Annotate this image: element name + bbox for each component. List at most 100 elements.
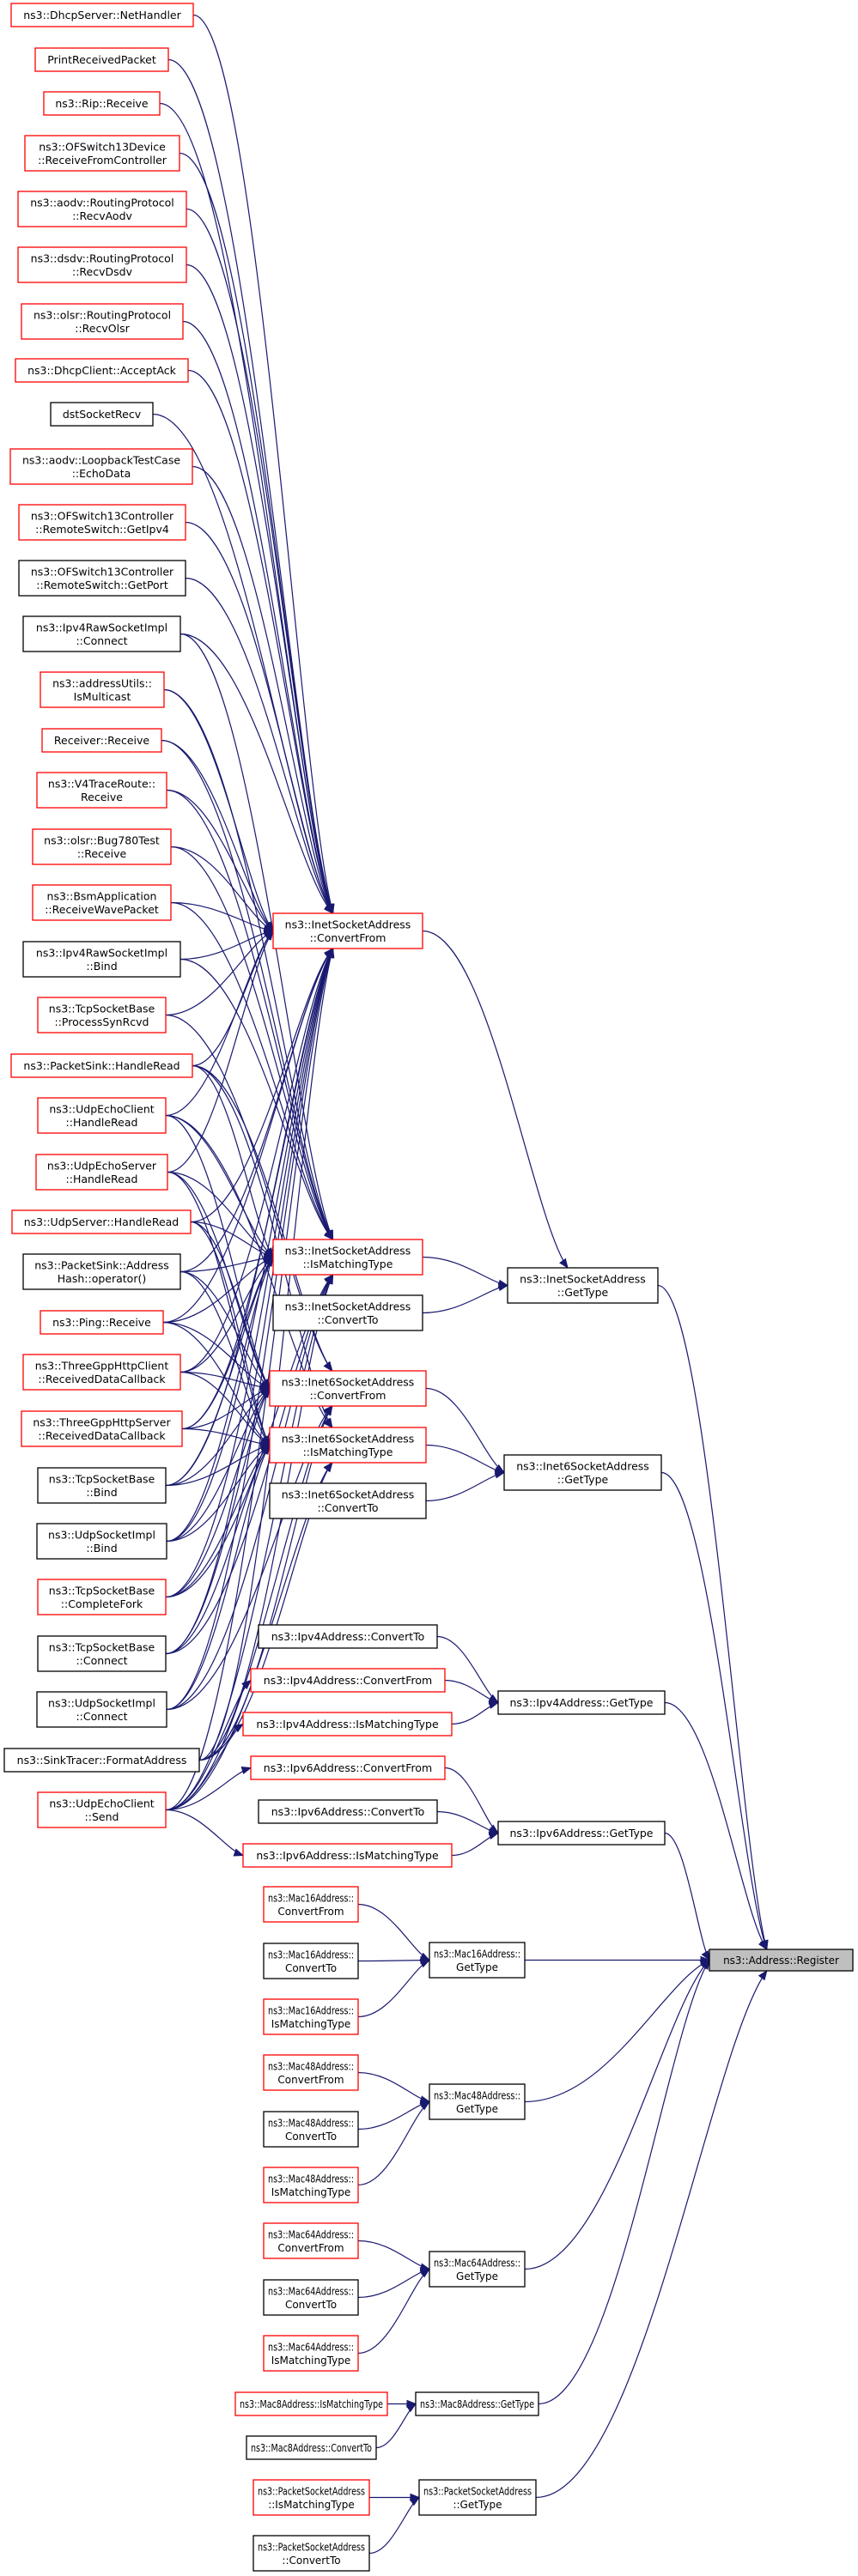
edge-udpsocketimpl_bind-to-inet6_convertfrom: [166, 1388, 271, 1543]
node-label: ns3::Ipv4Address::ConvertTo: [271, 1630, 425, 1643]
node-dhcpserver-nethandler[interactable]: ns3::DhcpServer::NetHandler: [10, 3, 194, 27]
node-box: [497, 1821, 666, 1846]
node-mac16-convertto[interactable]: ns3::Mac16Address::ConvertTo: [263, 1943, 359, 1979]
node-udpechoserver-handleread[interactable]: ns3::UdpEchoServer::HandleRead: [35, 1154, 168, 1191]
node-mac16-gettype[interactable]: ns3::Mac16Address::GetType: [429, 1942, 526, 1979]
node-inet-ismatchingtype[interactable]: ns3::InetSocketAddress::IsMatchingType: [272, 1239, 423, 1276]
node-label: ns3::Mac48Address::: [268, 2060, 354, 2072]
node-label: ns3::Ipv4RawSocketImpl: [36, 621, 167, 633]
node-mac64-ismatchingtype[interactable]: ns3::Mac64Address::IsMatchingType: [263, 2335, 359, 2372]
node-ipv4raw-bind[interactable]: ns3::Ipv4RawSocketImpl::Bind: [22, 941, 181, 978]
node-label: IsMatchingType: [271, 2018, 351, 2030]
node-tcpsocketbase-psr[interactable]: ns3::TcpSocketBase::ProcessSynRcvd: [37, 997, 167, 1033]
node-label: ns3::PacketSink::Address: [34, 1258, 168, 1271]
node-box: [15, 358, 189, 383]
node-mac16-convertfrom[interactable]: ns3::Mac16Address::ConvertFrom: [263, 1886, 359, 1923]
node-pkt-convertto[interactable]: ns3::PacketSocketAddress::ConvertTo: [253, 2535, 370, 2572]
node-ofswitch13ctrl-getport[interactable]: ns3::OFSwitch13Controller::RemoteSwitch:…: [18, 560, 186, 597]
node-box: [24, 135, 180, 172]
node-ipv6-ismatchingtype[interactable]: ns3::Ipv6Address::IsMatchingType: [242, 1843, 453, 1868]
node-mac48-ismatchingtype[interactable]: ns3::Mac48Address::IsMatchingType: [263, 2167, 359, 2203]
node-ipv4-ismatchingtype[interactable]: ns3::Ipv4Address::IsMatchingType: [242, 1712, 453, 1737]
node-aodv-recvaodv[interactable]: ns3::aodv::RoutingProtocol::RecvAodv: [17, 191, 187, 227]
node-udpechoclient-handleread[interactable]: ns3::UdpEchoClient::HandleRead: [37, 1097, 167, 1134]
node-inet-convertfrom[interactable]: ns3::InetSocketAddress::ConvertFrom: [272, 912, 423, 949]
node-ping-receive[interactable]: ns3::Ping::Receive: [40, 1310, 164, 1335]
node-rip-receive[interactable]: ns3::Rip::Receive: [43, 91, 161, 116]
node-tcpsocketbase-connect[interactable]: ns3::TcpSocketBase::Connect: [37, 1635, 167, 1672]
node-inet6-gettype[interactable]: ns3::Inet6SocketAddress::GetType: [503, 1454, 662, 1491]
node-threegpp-server-rdc[interactable]: ns3::ThreeGppHttpServer::ReceivedDataCal…: [21, 1410, 183, 1447]
edge-aodv_loopback_echodata-to-inet_convertfrom: [192, 465, 334, 914]
edge-ping_receive-to-inet_ismatchingtype: [162, 1256, 274, 1324]
node-mac8-convertto[interactable]: ns3::Mac8Address::ConvertTo: [246, 2435, 377, 2460]
node-label: ::GetType: [557, 1286, 609, 1299]
node-pkt-ismatchingtype[interactable]: ns3::PacketSocketAddress::IsMatchingType: [253, 2479, 370, 2516]
node-pkt-gettype[interactable]: ns3::PacketSocketAddress::GetType: [418, 2479, 537, 2516]
node-dstsocketrecv[interactable]: dstSocketRecv: [50, 402, 154, 427]
node-bsmapp-rwp[interactable]: ns3::BsmApplication::ReceiveWavePacket: [32, 884, 172, 921]
node-mac16-ismatchingtype[interactable]: ns3::Mac16Address::IsMatchingType: [263, 1998, 359, 2035]
node-dsdv-recvdsdv[interactable]: ns3::dsdv::RoutingProtocol::RecvDsdv: [17, 246, 187, 283]
node-mac8-ismatchingtype[interactable]: ns3::Mac8Address::IsMatchingType: [234, 2391, 388, 2416]
node-label: ns3::UdpSocketImpl: [48, 1696, 155, 1709]
edge-ipv6_gettype-to-register: [664, 1832, 710, 1961]
node-ofswitch13ctrl-getipv4[interactable]: ns3::OFSwitch13Controller::RemoteSwitch:…: [18, 504, 186, 541]
edge-dhcpserver_nethandler-to-inet_convertfrom: [192, 14, 334, 914]
arrowhead-icon: [240, 1766, 253, 1775]
node-mac64-convertfrom[interactable]: ns3::Mac64Address::ConvertFrom: [263, 2222, 359, 2259]
node-mac48-gettype[interactable]: ns3::Mac48Address::GetType: [429, 2083, 526, 2120]
node-ipv6-convertfrom[interactable]: ns3::Ipv6Address::ConvertFrom: [250, 1755, 446, 1780]
node-ipv4-gettype[interactable]: ns3::Ipv4Address::GetType: [497, 1690, 666, 1715]
node-olsr-recvolsr[interactable]: ns3::olsr::RoutingProtocol::RecvOlsr: [21, 303, 184, 340]
node-ipv6-convertto[interactable]: ns3::Ipv6Address::ConvertTo: [258, 1799, 438, 1824]
node-label: ns3::DhcpClient::AcceptAck: [27, 364, 177, 377]
node-label: ns3::Mac8Address::ConvertTo: [251, 2442, 372, 2454]
node-inet-convertto[interactable]: ns3::InetSocketAddress::ConvertTo: [272, 1294, 423, 1331]
node-ipv4-convertfrom[interactable]: ns3::Ipv4Address::ConvertFrom: [250, 1668, 446, 1693]
edge-udpechoclient_send-to-ipv4_convertfrom: [165, 1680, 252, 1811]
node-ipv6-gettype[interactable]: ns3::Ipv6Address::GetType: [497, 1821, 666, 1846]
edge-inet_convertto-to-inet_gettype: [422, 1284, 508, 1314]
node-tcpsocketbase-bind[interactable]: ns3::TcpSocketBase::Bind: [37, 1467, 167, 1504]
node-mac48-convertfrom[interactable]: ns3::Mac48Address::ConvertFrom: [263, 2054, 359, 2091]
node-inet6-ismatchingtype[interactable]: ns3::Inet6SocketAddress::IsMatchingType: [269, 1427, 427, 1464]
node-printreceivedpacket[interactable]: PrintReceivedPacket: [34, 47, 169, 72]
node-udpserver-handleread[interactable]: ns3::UdpServer::HandleRead: [11, 1209, 192, 1234]
node-receiver-receive[interactable]: Receiver::Receive: [41, 728, 162, 753]
arrowhead-icon: [701, 1959, 710, 1970]
node-mac8-gettype[interactable]: ns3::Mac8Address::GetType: [415, 2391, 539, 2416]
node-udpechoclient-send[interactable]: ns3::UdpEchoClient::Send: [37, 1791, 167, 1828]
arrowhead-icon: [405, 2403, 417, 2413]
node-box: [37, 1791, 167, 1828]
edge-mac16_convertfrom-to-mac16_gettype: [357, 1903, 430, 1961]
node-tcpsocketbase-completefork[interactable]: ns3::TcpSocketBase::CompleteFork: [37, 1579, 167, 1615]
edge-tcpsocketbase_connect-to-inet6_ismatchingtype: [165, 1445, 271, 1655]
node-sinktracer-formataddress[interactable]: ns3::SinkTracer::FormatAddress: [3, 1748, 200, 1773]
node-box: [258, 1799, 438, 1824]
node-mac64-convertto[interactable]: ns3::Mac64Address::ConvertTo: [263, 2279, 359, 2316]
node-dhcpclient-acceptack[interactable]: ns3::DhcpClient::AcceptAck: [15, 358, 189, 383]
node-ipv4-convertto[interactable]: ns3::Ipv4Address::ConvertTo: [258, 1624, 438, 1649]
node-olsr-bug780-receive[interactable]: ns3::olsr::Bug780Test::Receive: [32, 828, 172, 865]
node-box: [17, 191, 187, 227]
edge-udpsocketimpl_bind-to-inet_ismatchingtype: [166, 1257, 274, 1543]
node-threegpp-client-rdc[interactable]: ns3::ThreeGppHttpClient::ReceivedDataCal…: [22, 1354, 181, 1391]
node-addressutils-ismulticast[interactable]: ns3::addressUtils::IsMulticast: [40, 671, 165, 708]
node-udpsocketimpl-bind[interactable]: ns3::UdpSocketImpl::Bind: [36, 1523, 167, 1560]
node-label: ns3::addressUtils::: [52, 676, 152, 689]
node-ofswitch13device-rfc[interactable]: ns3::OFSwitch13Device::ReceiveFromContro…: [24, 135, 180, 172]
node-mac64-gettype[interactable]: ns3::Mac64Address::GetType: [429, 2251, 526, 2288]
node-packetsink-handleread[interactable]: ns3::PacketSink::HandleRead: [10, 1053, 193, 1078]
root-node-register[interactable]: ns3::Address::Register: [709, 1949, 854, 1972]
node-aodv-loopback-echodata[interactable]: ns3::aodv::LoopbackTestCase::EchoData: [9, 448, 193, 485]
edge-udpsocketimpl_bind-to-inet6_ismatchingtype: [166, 1444, 271, 1543]
node-ipv4raw-connect[interactable]: ns3::Ipv4RawSocketImpl::Connect: [22, 615, 181, 652]
node-inet-gettype[interactable]: ns3::InetSocketAddress::GetType: [507, 1267, 659, 1304]
node-inet6-convertfrom[interactable]: ns3::Inet6SocketAddress::ConvertFrom: [269, 1370, 427, 1407]
node-inet6-convertto[interactable]: ns3::Inet6SocketAddress::ConvertTo: [269, 1482, 427, 1519]
node-v4traceroute-receive[interactable]: ns3::V4TraceRoute::Receive: [36, 772, 167, 809]
node-udpsocketimpl-connect[interactable]: ns3::UdpSocketImpl::Connect: [36, 1691, 167, 1728]
node-mac48-convertto[interactable]: ns3::Mac48Address::ConvertTo: [263, 2111, 359, 2148]
